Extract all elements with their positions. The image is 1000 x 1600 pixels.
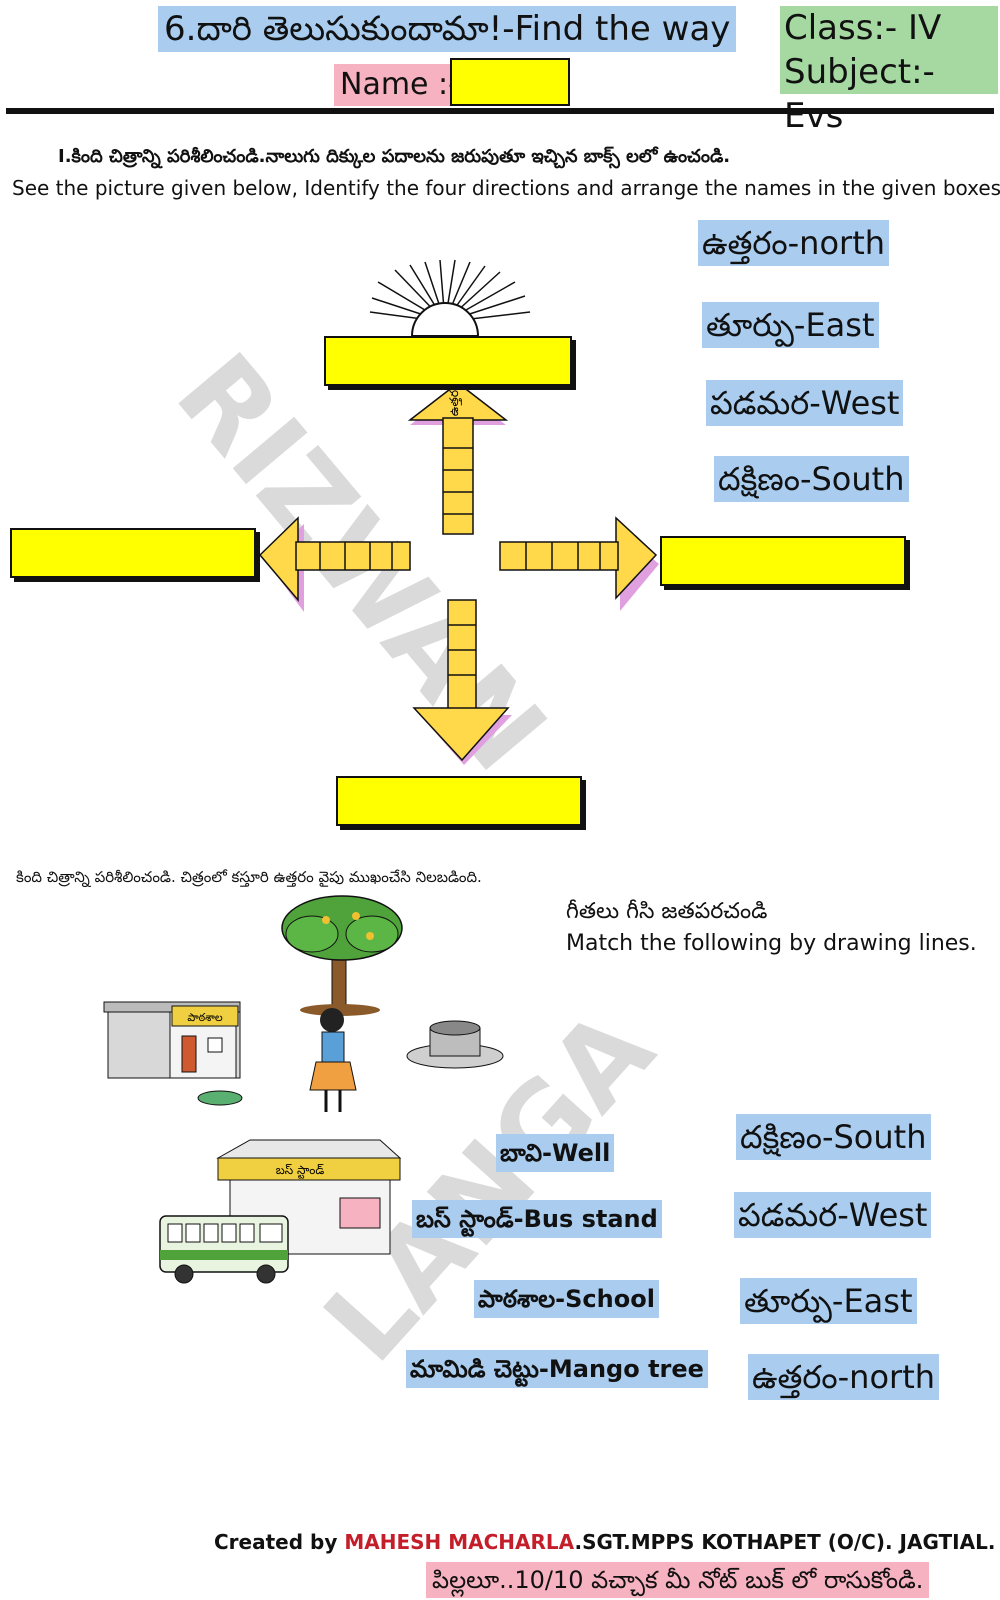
credit-author: MAHESH MACHARLA [344,1530,575,1554]
girl-kasturi-icon [309,1008,357,1112]
direction-label-west[interactable]: పడమర-West [706,380,904,426]
place-label-bus-stand[interactable]: బస్ స్టాండ్-Bus stand [412,1200,662,1238]
direction-label-south[interactable]: దక్షిణం-South [714,456,909,502]
direction-label-north[interactable]: ఉత్తరం-north [698,220,890,266]
class-subject-box: Class:- IV Subject:- Evs [780,6,998,136]
matching-instruction: గీతలు గీసి జతపరచండి Match the following … [566,896,977,960]
footer-note: పిల్లలూ..10/10 వచ్చాక మీ నోట్ బుక్ లో రా… [426,1562,930,1598]
match-direction-north[interactable]: ఉత్తరం-north [748,1354,940,1400]
north-arrow-text: ఉత్తరం [447,384,462,416]
south-arrow-icon [412,599,512,765]
south-answer-box[interactable] [336,776,582,826]
matching-caption-telugu: కింది చిత్రాన్ని పరిశీలించండి. చిత్రంలో … [16,868,482,886]
bus-icon [159,1215,289,1284]
north-arrow-icon: ఉత్తరం [407,382,509,535]
name-input-box[interactable] [450,58,570,106]
sun-icon [369,259,531,337]
worksheet-title: 6.దారి తెలుసుకుందామా!-Find the way [158,6,737,52]
match-direction-east[interactable]: తూర్పు-East [740,1278,917,1324]
place-label-mango-tree[interactable]: మామిడి చెట్టు-Mango tree [406,1350,708,1388]
match-direction-south[interactable]: దక్షిణం-South [736,1114,931,1160]
school-building-icon: పాఠశాల [103,1001,243,1106]
compass-diagram: ఉత్తరం [258,259,659,765]
place-label-well[interactable]: బావి-Well [496,1134,615,1172]
subject-label: Subject:- Evs [784,52,935,136]
village-illustration: పాఠశాల బస్ స్టాండ్ [103,895,504,1284]
direction-label-east[interactable]: తూర్పు-East [702,302,879,348]
credit-school: .SGT.MPPS KOTHAPET (O/C). JAGTIAL. [574,1530,996,1554]
place-label-school[interactable]: పాఠశాల-School [474,1280,659,1318]
north-answer-box[interactable] [324,336,572,386]
east-answer-box[interactable] [660,536,906,586]
bus-stand-icon: బస్ స్టాండ్ [216,1139,402,1255]
instruction-telugu: I.కింది చిత్రాన్ని పరిశీలించండి.నాలుగు ద… [58,146,731,167]
bus-stand-sign-text: బస్ స్టాండ్ [276,1163,325,1179]
credit-prefix: Created by [214,1530,345,1554]
class-label: Class:- IV [784,8,942,48]
west-arrow-icon [258,516,411,612]
mango-tree-icon [281,895,403,1016]
west-answer-box[interactable] [10,528,256,578]
header-divider [6,108,994,114]
credit-line: Created by MAHESH MACHARLA.SGT.MPPS KOTH… [214,1530,995,1554]
school-sign-text: పాఠశాల [187,1011,223,1024]
matching-instruction-english: Match the following by drawing lines. [566,931,977,956]
matching-instruction-telugu: గీతలు గీసి జతపరచండి [566,899,768,924]
name-label: Name :- [334,64,461,106]
east-arrow-icon [499,516,659,611]
well-icon [406,1020,504,1069]
match-direction-west[interactable]: పడమర-West [734,1192,932,1238]
instruction-english: See the picture given below, Identify th… [12,176,1000,200]
